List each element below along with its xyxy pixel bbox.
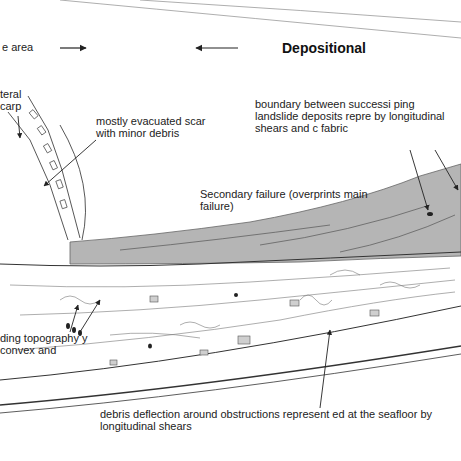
secondary-failure-fabric: [120, 205, 455, 252]
annotation-label: boundary between successi ping landslide…: [255, 98, 461, 134]
headwall-scarp: [8, 96, 86, 240]
scarp-blocks: [29, 110, 67, 209]
substrate-layers: [0, 346, 461, 413]
annotation-label: teral carp: [0, 88, 40, 112]
zone-arrows: [60, 47, 238, 48]
annotation-label: e area: [2, 41, 62, 53]
annotation-label: Depositional: [282, 40, 402, 56]
annotation-label: mostly evacuated scar with minor debris: [96, 115, 226, 139]
debris-dots: [66, 212, 433, 349]
debris-blocks: [110, 296, 379, 365]
main-deposit-outline: [0, 252, 461, 380]
seafloor-outline: [60, 0, 461, 38]
leader-lines: [18, 116, 458, 408]
secondary-failure-area: [70, 164, 461, 264]
annotation-label: Secondary failure (overprints main failu…: [200, 188, 380, 212]
annotation-label: debris deflection around obstructions re…: [100, 408, 440, 432]
annotation-label: ding topography y convex and: [0, 332, 95, 356]
